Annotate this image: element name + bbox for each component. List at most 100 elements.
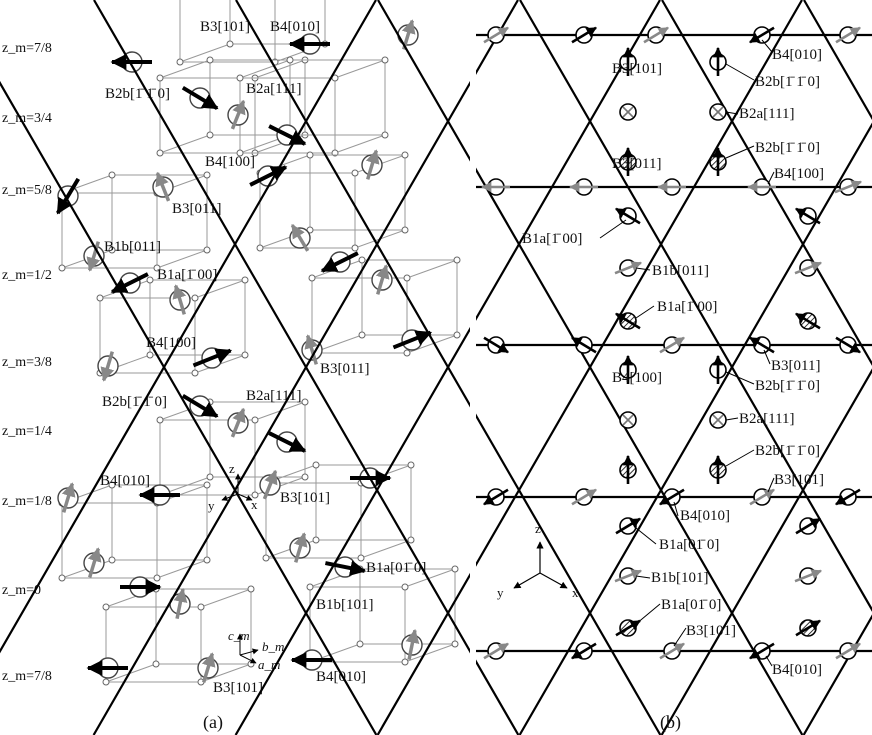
spin-site: [795, 312, 821, 330]
lattice-site: [191, 294, 199, 302]
spin-arrow: [375, 264, 390, 295]
lattice-site: [401, 226, 409, 234]
site-label: B3[101]: [612, 61, 662, 77]
spin-site: [169, 284, 191, 315]
spin-site: [835, 26, 861, 44]
spin-site: [656, 178, 686, 196]
spin-arrow: [483, 642, 509, 660]
axis-x-arrow: [237, 493, 253, 501]
lattice-site: [401, 658, 409, 666]
spin-site: [571, 488, 597, 506]
spin-site: [268, 124, 307, 146]
site-label: B4[100]: [612, 370, 662, 386]
leader-line: [725, 371, 755, 385]
leader-line: [763, 349, 771, 365]
spin-site: [83, 547, 105, 578]
leader-line: [767, 477, 775, 493]
spin-site: [57, 482, 79, 513]
lattice-line: [518, 122, 872, 735]
lattice-site: [286, 56, 294, 64]
spin-site: [483, 642, 509, 660]
spin-site: [794, 259, 822, 277]
axis-label-bm: b_m: [262, 639, 284, 654]
spin-site: [249, 165, 288, 187]
spin-arrow: [643, 26, 669, 44]
site-label: B1a[1̄ 00]: [157, 267, 217, 283]
axis-label-x: x: [572, 585, 579, 600]
lattice-site: [453, 256, 461, 264]
spin-site: [619, 103, 637, 121]
z-label: z_m=1/8: [2, 494, 52, 509]
cube-edge: [360, 539, 412, 559]
site-label: B3[101]: [774, 472, 824, 488]
spin-site: [794, 567, 822, 585]
unit-cube: [58, 171, 211, 272]
spin-arrow: [86, 241, 101, 272]
spin-site: [615, 312, 641, 330]
leader-line: [725, 145, 755, 159]
lattice-site: [176, 58, 184, 66]
spin-site: [746, 178, 776, 196]
site-label: B2a[111]: [739, 411, 795, 427]
spin-arrow: [794, 261, 822, 275]
spin-arrow: [365, 149, 380, 180]
lattice-line: [660, 368, 872, 735]
lattice-line: [661, 0, 872, 366]
cube-edge: [179, 43, 231, 63]
lattice-site: [156, 74, 164, 82]
spin-arrow: [320, 251, 359, 273]
panel-gap: [470, 0, 476, 735]
z-label: z_m=7/8: [2, 41, 52, 56]
spin-arrow: [155, 171, 171, 202]
lattice-site: [351, 169, 359, 177]
lattice-line: [92, 0, 519, 735]
panel-a-crystal-axes: [237, 633, 259, 664]
spin-site: [749, 488, 775, 506]
spin-site: [289, 532, 311, 563]
site-label: B4[100]: [774, 166, 824, 182]
panel-b-label-leaders: [599, 39, 775, 667]
leader-line: [635, 305, 655, 319]
spin-site: [181, 85, 219, 111]
spin-arrow: [87, 547, 102, 578]
lattice-site: [156, 416, 164, 424]
site-label: B4[010]: [680, 508, 730, 524]
lattice-site: [203, 171, 211, 179]
spin-site: [288, 33, 330, 55]
spin-site: [659, 642, 685, 660]
cube-edge: [159, 134, 211, 154]
lattice-site: [236, 74, 244, 82]
site-label: B1a[01̄ 0]: [661, 597, 721, 613]
site-label: B4[010]: [100, 473, 150, 489]
site-label: B2b[1̄ 1̄ 0]: [755, 378, 820, 394]
axis-label-x: x: [251, 497, 258, 512]
spin-arrow: [571, 336, 597, 354]
spin-site: [324, 556, 367, 578]
spin-arrow: [324, 560, 367, 576]
leader-line: [635, 267, 651, 271]
lattice-site: [241, 276, 249, 284]
spin-site: [614, 567, 642, 585]
lattice-site: [108, 246, 116, 254]
cube-edge: [404, 643, 456, 663]
spin-site: [795, 517, 821, 535]
panel-a-site-labels: B3[101] B4[010] B2b[1̄ 1̄ 0] B2a[111] B4…: [100, 19, 426, 696]
site-label: B1b[101]: [651, 570, 709, 586]
spin-arrow: [401, 19, 416, 50]
spin-site: [568, 178, 598, 196]
spin-site: [619, 146, 637, 176]
spin-site: [97, 351, 119, 382]
lattice-site: [401, 151, 409, 159]
spin-site: [227, 407, 249, 438]
spin-arrow: [835, 26, 861, 44]
lattice-site: [156, 149, 164, 157]
site-label: B3[011]: [612, 156, 661, 172]
site-label: B2b[1̄ 1̄ 0]: [755, 140, 820, 156]
lattice-site: [96, 294, 104, 302]
z-label: z_m=7/8: [2, 669, 52, 684]
spin-arrow: [55, 177, 81, 215]
z-label: z_m=3/4: [2, 111, 52, 126]
spin-arrow: [659, 488, 685, 506]
spin-site: [480, 178, 510, 196]
